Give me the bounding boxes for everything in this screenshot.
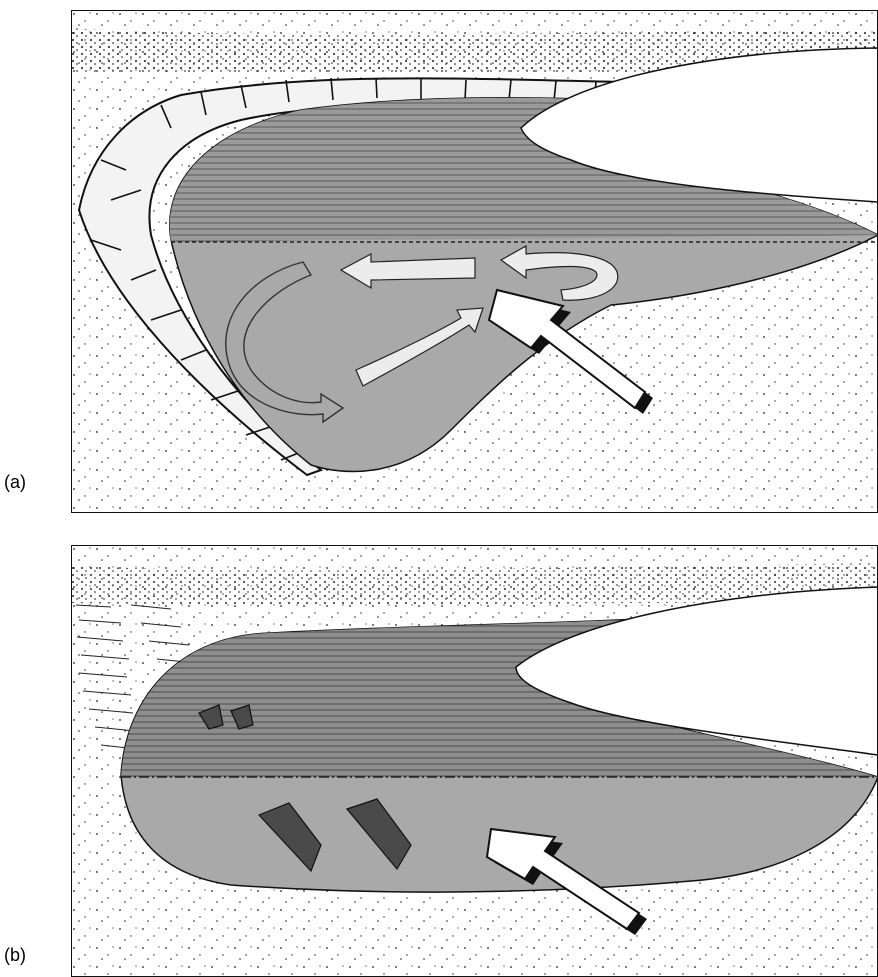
panel-label-a: (a) (4, 472, 26, 493)
panel-b-deflector-diagram (71, 545, 878, 977)
panel-a-svg (71, 10, 878, 513)
panel-label-b: (b) (4, 945, 26, 966)
panel-b-svg (71, 545, 878, 977)
panel-a-scour-diagram (71, 10, 878, 513)
